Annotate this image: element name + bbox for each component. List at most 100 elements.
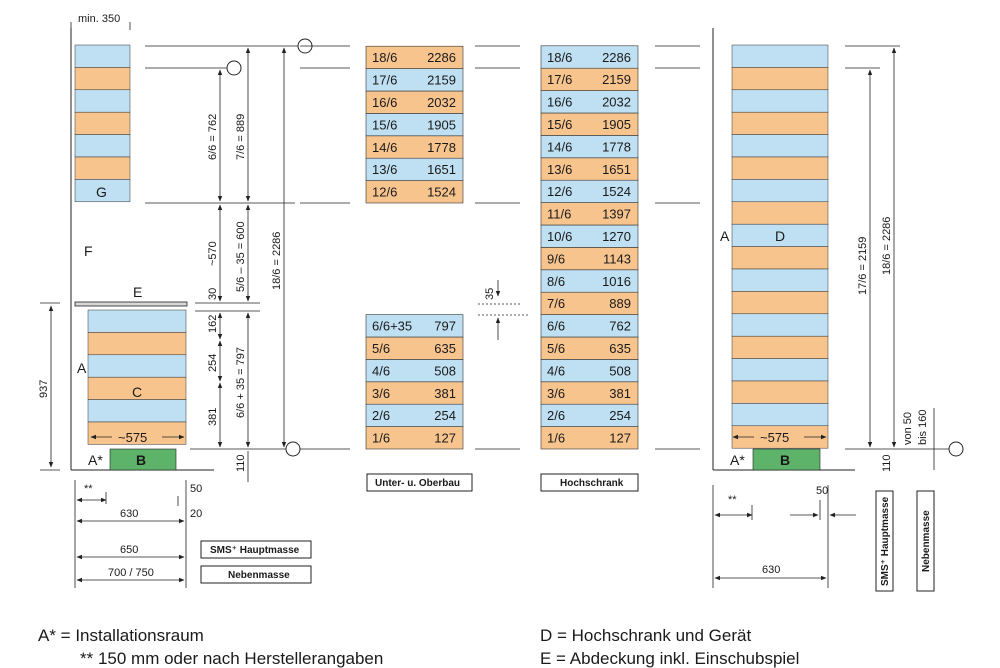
- hoch-fraction: 5/6: [547, 341, 565, 356]
- legend-left-line1: A* = Installationsraum: [38, 626, 204, 645]
- caption-hochschrank: Hochschrank: [560, 478, 624, 489]
- right-tall-stripe: [731, 201, 829, 225]
- hoch-fraction: 12/6: [547, 184, 572, 199]
- right-tall-cabinet: [731, 44, 829, 449]
- right-tall-stripe: [731, 67, 829, 91]
- unterbau-upper-mm: 2032: [427, 95, 456, 110]
- unterbau-upper-mm: 1651: [427, 162, 456, 177]
- box-nebenmasse-right: [916, 490, 935, 592]
- width-575-label: ~575: [118, 430, 147, 445]
- legend-right-line2: E = Abdeckung inkl. Einschubspiel: [540, 649, 799, 668]
- left-upper-stripe: [74, 156, 131, 180]
- hoch-fraction: 3/6: [547, 386, 565, 401]
- box-hauptmasse-right-label: SMS⁺ Hauptmasse: [880, 496, 891, 586]
- hoch-mm: 2032: [602, 95, 631, 110]
- unterbau-upper-mm: 2286: [427, 50, 456, 65]
- letter-b-right: B: [780, 452, 790, 468]
- right-tall-stripe: [731, 134, 829, 158]
- unterbau-lower-mm: 635: [434, 341, 456, 356]
- box-hauptmasse-left-label: SMS⁺ Hauptmasse: [210, 545, 300, 556]
- hoch-mm: 254: [609, 408, 631, 423]
- d-stars-label: **: [84, 483, 93, 495]
- hoch-fraction: 2/6: [547, 408, 565, 423]
- hoch-mm: 508: [609, 363, 631, 378]
- letter-a-star: A*: [88, 452, 103, 468]
- legend-right-line1: D = Hochschrank und Gerät: [540, 626, 751, 645]
- hoch-mm: 381: [609, 386, 631, 401]
- hoch-row: [540, 45, 639, 69]
- left-upper-stripe: [74, 134, 131, 158]
- hoch-fraction: 1/6: [547, 431, 565, 446]
- d700-label: 700 / 750: [108, 567, 154, 579]
- box-nebenmasse-left: [200, 565, 312, 584]
- hoch-mm: 1778: [602, 139, 631, 154]
- right-tall-stripe: [731, 89, 829, 113]
- letter-a-right: A: [720, 228, 730, 244]
- hoch-fraction: 16/6: [547, 95, 572, 110]
- right-tall-stripe: [731, 358, 829, 382]
- left-base-cabinet: [87, 309, 187, 445]
- left-upper-stripe: [74, 111, 131, 135]
- d650-label: 650: [120, 544, 138, 556]
- left-base-stripe: [87, 399, 187, 423]
- left-base-stripe: [87, 354, 187, 378]
- d50-right-label: 50: [816, 485, 828, 497]
- unterbau-lower-mm: 508: [434, 363, 456, 378]
- d797-label: 6/6 + 35 = 797: [235, 347, 247, 418]
- unterbau-lower-fraction: 2/6: [372, 408, 390, 423]
- plinth-b-right: [752, 448, 821, 471]
- d937-label: 937: [38, 380, 50, 398]
- d600-label: 5/6 – 35 = 600: [235, 221, 247, 292]
- right-tall-stripe: [731, 44, 829, 68]
- unterbau-lower-mm: 127: [434, 431, 456, 446]
- von50-label: von 50: [902, 412, 914, 445]
- d762-label: 6/6 = 762: [207, 114, 219, 160]
- hoch-mm: 1143: [603, 251, 631, 266]
- right-tall-stripe: [731, 380, 829, 404]
- unterbau-upper-fraction: 12/6: [372, 185, 397, 200]
- box-hauptmasse-right: [875, 490, 894, 592]
- left-upper-stripe: [74, 179, 131, 203]
- hoch-mm: 1397: [602, 207, 631, 222]
- hoch-fraction: 7/6: [547, 296, 565, 311]
- right-tall-stripe: [731, 156, 829, 180]
- d2286-right-label: 18/6 = 2286: [881, 217, 893, 275]
- d30-label: 30: [207, 288, 219, 300]
- d381-label: 381: [207, 408, 219, 426]
- left-upper-stripe: [74, 89, 131, 113]
- width-575-bg: [112, 430, 162, 444]
- hoch-mm: 762: [609, 319, 631, 334]
- right-tall-stripe: [731, 335, 829, 359]
- right-tall-stripe: [731, 268, 829, 292]
- hoch-mm: 1651: [602, 162, 631, 177]
- d110-left-label: 110: [235, 454, 247, 472]
- hoch-fraction: 9/6: [547, 251, 565, 266]
- letter-e: E: [133, 284, 142, 300]
- left-upper-cabinet: [74, 44, 131, 203]
- unterbau-lower-fraction: 4/6: [372, 363, 390, 378]
- unterbau-lower-mm: 797: [434, 319, 456, 334]
- bis160-label: bis 160: [917, 410, 929, 445]
- ref-circle-right: [948, 441, 964, 457]
- unterbau-upper-fraction: 14/6: [372, 140, 397, 155]
- letter-a-left: A: [77, 360, 87, 376]
- caption-hochschrank-box: [540, 473, 639, 492]
- d254-label: 254: [207, 354, 219, 372]
- letter-c: C: [132, 384, 142, 400]
- letter-b: B: [136, 452, 146, 468]
- d630-right-label: 630: [762, 564, 780, 576]
- hoch-mm: 2286: [602, 50, 631, 65]
- min-width-label: min. 350: [78, 13, 120, 25]
- d2286-left-label: 18/6 = 2286: [271, 232, 283, 290]
- box-nebenmasse-right-label: Nebenmasse: [921, 510, 932, 572]
- right-tall-stripe: [731, 313, 829, 337]
- hoch-fraction: 17/6: [547, 72, 572, 87]
- hoch-mm: 1016: [602, 274, 631, 289]
- worktop-e: [74, 301, 188, 307]
- unterbau-upper-mm: 1778: [427, 140, 456, 155]
- right-section: A D ~575 B A* 17/6 = 2159 18/6 = 2286 11…: [712, 28, 964, 592]
- legend: A* = Installationsraum ** 150 mm oder na…: [38, 626, 799, 668]
- hoch-fraction: 4/6: [547, 363, 565, 378]
